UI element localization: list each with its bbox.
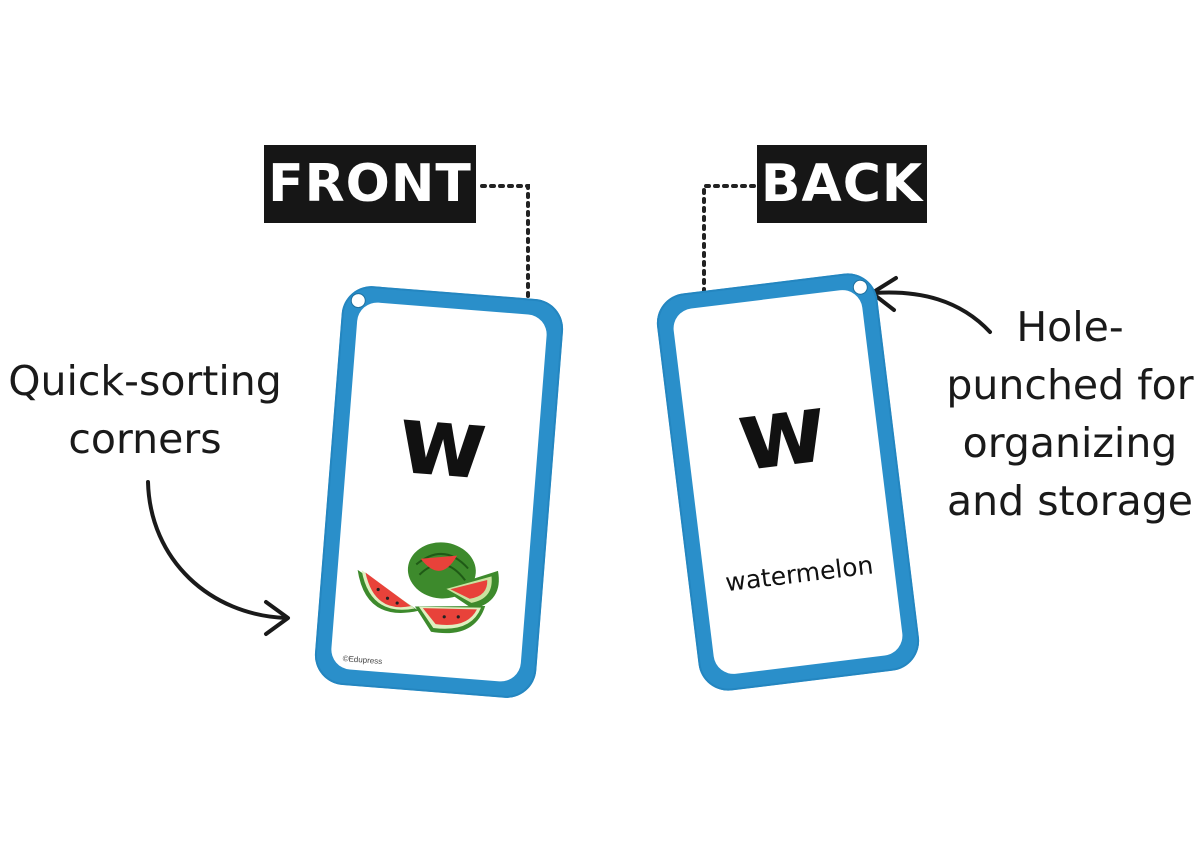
callout-line: organizing <box>962 419 1178 467</box>
front-card-face: w ©Edupress <box>329 301 549 683</box>
corner-arrow-curve <box>146 480 288 620</box>
hole-punched-callout: Hole- punched for organizing and storage <box>940 298 1200 530</box>
watermelon-image <box>357 542 499 634</box>
callout-line: and storage <box>947 477 1193 525</box>
front-flash-card: w ©Edupress <box>312 283 566 701</box>
back-card-word: watermelon <box>723 550 875 598</box>
callout-line: Quick-sorting <box>8 357 282 405</box>
front-label: FRONT <box>264 145 476 223</box>
corner-arrow-head <box>264 600 290 636</box>
callout-line: punched for <box>946 361 1194 409</box>
back-card-letter: w <box>731 371 833 494</box>
callout-line: corners <box>68 415 222 463</box>
hole-arrow-curve <box>872 290 992 334</box>
copyright-text: ©Edupress <box>342 653 383 667</box>
back-label: BACK <box>757 145 927 223</box>
back-card-face: w watermelon <box>671 287 905 677</box>
front-connector-line <box>480 184 530 302</box>
quick-sorting-callout: Quick-sorting corners <box>0 352 290 468</box>
watermelon-flesh-piece <box>420 555 458 571</box>
back-connector-line <box>702 184 756 296</box>
front-card-letter: w <box>394 382 492 502</box>
callout-line: Hole- <box>1016 303 1124 351</box>
